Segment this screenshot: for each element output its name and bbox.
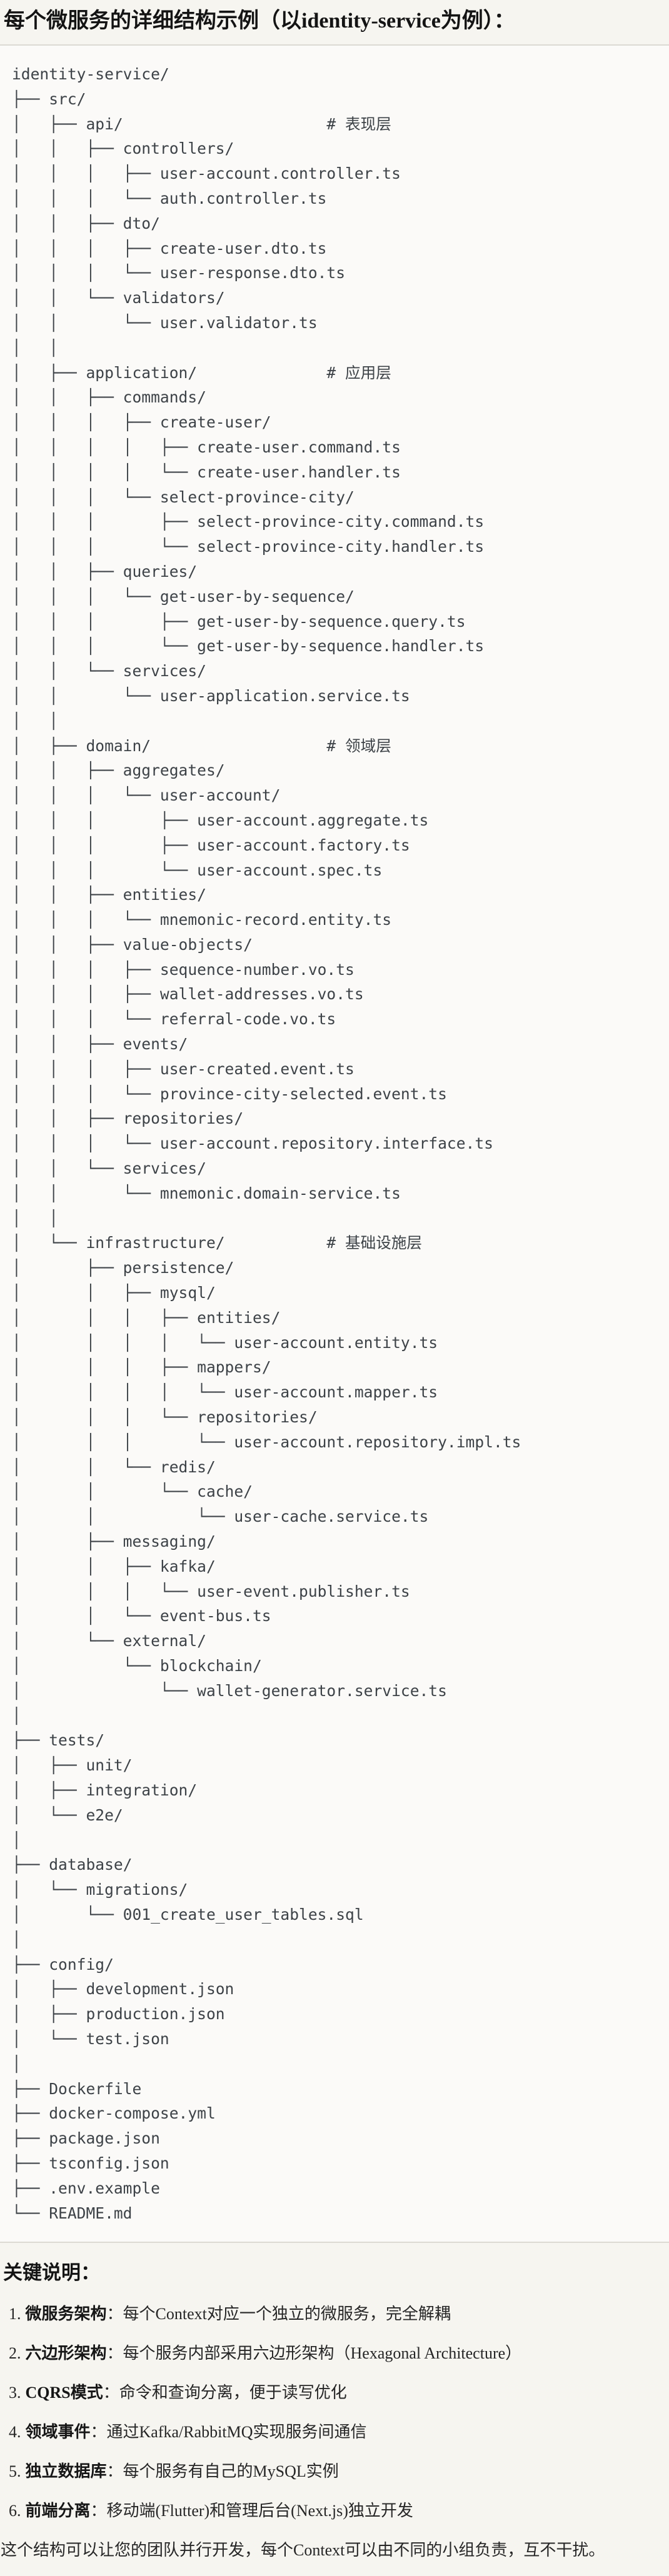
note-label: 领域事件 [25,2423,91,2442]
note-number: 6. [9,2502,21,2520]
note-label: 独立数据库 [25,2462,107,2481]
note-number: 4. [9,2423,21,2442]
note-separator: ： [106,2305,123,2324]
directory-tree: identity-service/ ├── src/ │ ├── api/ # … [12,65,521,2222]
note-number: 1. [9,2305,21,2324]
note-separator: ： [90,2423,107,2442]
note-item: 3.CQRS模式：命令和查询分离，便于读写优化 [9,2382,663,2404]
note-label: 前端分离 [25,2502,91,2520]
note-item: 6.前端分离：移动端(Flutter)和管理后台(Next.js)独立开发 [9,2500,663,2522]
note-label: CQRS模式 [25,2384,103,2402]
note-text: 命令和查询分离，便于读写优化 [119,2384,347,2402]
notes-heading: 关键说明： [3,2262,100,2284]
note-label: 微服务架构 [25,2305,107,2324]
note-separator: ： [106,2344,123,2363]
note-text: 通过Kafka/RabbitMQ实现服务间通信 [106,2423,367,2442]
note-text: 移动端(Flutter)和管理后台(Next.js)独立开发 [106,2502,413,2520]
note-label: 六边形架构 [25,2344,107,2363]
note-number: 3. [9,2384,21,2402]
code-block: identity-service/ ├── src/ │ ├── api/ # … [0,44,669,2244]
note-text: 每个Context对应一个独立的微服务，完全解耦 [123,2305,451,2324]
note-number: 2. [9,2344,21,2363]
note-item: 4.领域事件：通过Kafka/RabbitMQ实现服务间通信 [9,2422,663,2443]
note-text: 每个服务有自己的MySQL实例 [123,2462,339,2481]
note-separator: ： [106,2462,123,2481]
page-title: 每个微服务的详细结构示例（以identity-service为例）： [4,9,515,32]
note-item: 1.微服务架构：每个Context对应一个独立的微服务，完全解耦 [9,2304,663,2325]
note-item: 2.六边形架构：每个服务内部采用六边形架构（Hexagonal Architec… [9,2343,663,2364]
note-number: 5. [9,2462,21,2481]
closing-paragraph: 这个结构可以让您的团队并行开发，每个Context可以由不同的小组负责，互不干扰… [1,2541,605,2560]
note-item: 5.独立数据库：每个服务有自己的MySQL实例 [9,2461,663,2482]
notes-section: 关键说明： 1.微服务架构：每个Context对应一个独立的微服务，完全解耦 2… [0,2260,669,2561]
note-separator: ： [103,2384,119,2402]
document-page: 每个微服务的详细结构示例（以identity-service为例）： ident… [0,7,669,2576]
note-separator: ： [90,2502,107,2520]
note-text: 每个服务内部采用六边形架构（Hexagonal Architecture） [123,2344,522,2363]
